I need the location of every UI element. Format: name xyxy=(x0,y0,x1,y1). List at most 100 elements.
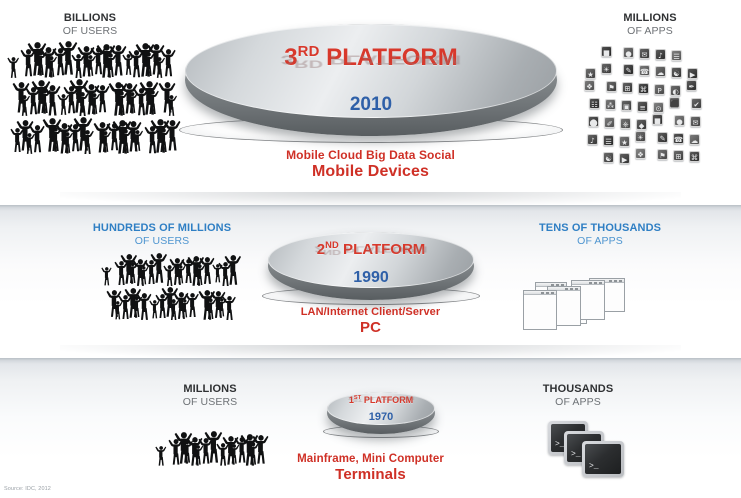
platform-tech-second: LAN/Internet Client/Server PC xyxy=(0,306,741,336)
platform-disc-label: 1ST PLATFORM 1ST PLATFORM 1970 xyxy=(327,395,435,423)
person-silhouette-icon xyxy=(204,431,224,463)
person-silhouette-icon xyxy=(88,93,101,114)
app-icon: ☰ xyxy=(603,135,614,146)
platform-year-third: 2010 xyxy=(349,94,393,115)
app-icon: ✉ xyxy=(690,116,701,127)
person-silhouette-icon xyxy=(216,443,230,466)
person-silhouette-icon xyxy=(155,446,167,466)
person-silhouette-icon xyxy=(222,295,237,320)
app-icon: ☎ xyxy=(673,133,684,144)
users-label-big: MILLIONS xyxy=(183,383,237,395)
person-silhouette-icon xyxy=(212,264,224,283)
person-silhouette-icon xyxy=(114,90,129,115)
app-icon: ⌘ xyxy=(638,83,649,94)
users-label-third-platform: BILLIONS OF USERS xyxy=(20,12,160,37)
users-label-big: HUNDREDS OF MILLIONS xyxy=(92,222,232,234)
person-silhouette-icon xyxy=(45,56,58,77)
apps-label-big: MILLIONS xyxy=(623,12,677,24)
person-silhouette-icon xyxy=(7,57,20,78)
terminal-prompt-icon: >_ xyxy=(571,450,581,459)
app-icon: ★ xyxy=(619,136,630,147)
person-silhouette-icon xyxy=(167,298,180,320)
crowd-of-people-icon-first-platform xyxy=(155,431,269,470)
window-titlebar xyxy=(548,287,580,291)
app-icon: ★ xyxy=(585,68,596,79)
app-icon: ☰ xyxy=(671,50,682,61)
disc-top-surface xyxy=(185,24,557,118)
person-silhouette-icon xyxy=(144,259,159,284)
person-silhouette-icon xyxy=(150,253,169,283)
app-icon: ✒ xyxy=(686,80,697,91)
apps-label-sub: OF APPS xyxy=(555,395,601,408)
users-label-sub: OF USERS xyxy=(62,24,118,37)
person-silhouette-icon xyxy=(109,45,128,76)
app-icon: ≡ xyxy=(637,101,648,112)
band-separator-1 xyxy=(0,205,741,208)
window-titlebar xyxy=(590,279,624,283)
users-label-second-platform: HUNDREDS OF MILLIONS OF USERS xyxy=(82,222,242,247)
terminal-prompt-icon: >_ xyxy=(555,440,565,449)
person-silhouette-icon xyxy=(58,41,79,75)
person-silhouette-icon xyxy=(204,297,217,319)
person-silhouette-icon xyxy=(168,439,184,465)
terminal-prompt-icon: >_ xyxy=(589,462,599,471)
app-icon: ▶ xyxy=(619,153,630,164)
person-silhouette-icon xyxy=(84,55,97,76)
person-silhouette-icon xyxy=(67,124,84,152)
app-icon: P xyxy=(654,84,665,95)
terminal-screen-icon: >_ xyxy=(582,441,624,477)
platform-name-second: 2ND PLATFORM xyxy=(316,240,426,258)
apps-label-third-platform: MILLIONS OF APPS xyxy=(580,12,720,37)
platform-disc-label: 3RD PLATFORM 3RD PLATFORM 2010 xyxy=(185,44,557,116)
person-silhouette-icon xyxy=(102,52,118,77)
app-icon: ⬤ xyxy=(588,116,599,127)
app-icon: ⚑ xyxy=(606,81,617,92)
platform-name-reflection: 3RD PLATFORM xyxy=(280,52,462,70)
crowd-of-people-icon-third-platform xyxy=(7,41,181,156)
app-icon: ⎈ xyxy=(620,118,631,129)
window-titlebar xyxy=(524,291,556,295)
person-silhouette-icon xyxy=(29,125,46,153)
platform-disc-first: 1ST PLATFORM 1ST PLATFORM 1970 xyxy=(323,392,439,438)
person-silhouette-icon xyxy=(101,267,113,286)
platform-year-first: 1970 xyxy=(368,411,394,423)
apps-label-sub: OF APPS xyxy=(627,24,673,37)
tech-primary: Terminals xyxy=(335,466,406,483)
person-silhouette-icon xyxy=(141,51,156,76)
person-silhouette-icon xyxy=(218,261,233,286)
users-label-sub: OF USERS xyxy=(182,395,238,408)
person-silhouette-icon xyxy=(155,293,170,318)
person-silhouette-icon xyxy=(175,265,187,284)
crowd-of-people-icon-second-platform xyxy=(101,253,242,334)
app-icon: ◐ xyxy=(670,85,681,96)
person-silhouette-icon xyxy=(133,88,150,116)
person-silhouette-icon xyxy=(216,298,228,317)
person-silhouette-icon xyxy=(138,266,150,285)
app-icon: ✎ xyxy=(657,132,668,143)
window-stack-icon xyxy=(523,276,627,332)
crowd-row xyxy=(155,431,269,466)
window-titlebar xyxy=(572,281,604,285)
users-label-first-platform: MILLIONS OF USERS xyxy=(140,383,280,408)
person-silhouette-icon xyxy=(160,49,177,77)
person-silhouette-icon xyxy=(136,292,153,320)
app-icon: ✎ xyxy=(623,64,634,75)
tech-keywords: Mobile Cloud Big Data Social xyxy=(286,148,455,162)
person-silhouette-icon xyxy=(252,435,270,464)
tech-keywords: LAN/Internet Client/Server xyxy=(300,306,441,318)
disc-top-surface xyxy=(268,232,474,288)
person-silhouette-icon xyxy=(18,95,31,116)
person-silhouette-icon xyxy=(149,300,161,319)
person-silhouette-icon xyxy=(43,85,62,116)
person-silhouette-icon xyxy=(63,86,80,114)
person-silhouette-icon xyxy=(185,292,200,317)
platform-disc-second: 2ND PLATFORM 2ND PLATFORM 1990 xyxy=(262,232,480,305)
app-icon: ■ xyxy=(601,46,612,57)
app-icon: ✉ xyxy=(639,48,650,59)
person-silhouette-icon xyxy=(187,256,206,286)
platform-name-reflection: 1ST PLATFORM xyxy=(347,395,415,403)
app-icon: ☀ xyxy=(635,131,646,142)
users-label-big: BILLIONS xyxy=(63,12,117,24)
app-icon: ♪ xyxy=(655,49,666,60)
